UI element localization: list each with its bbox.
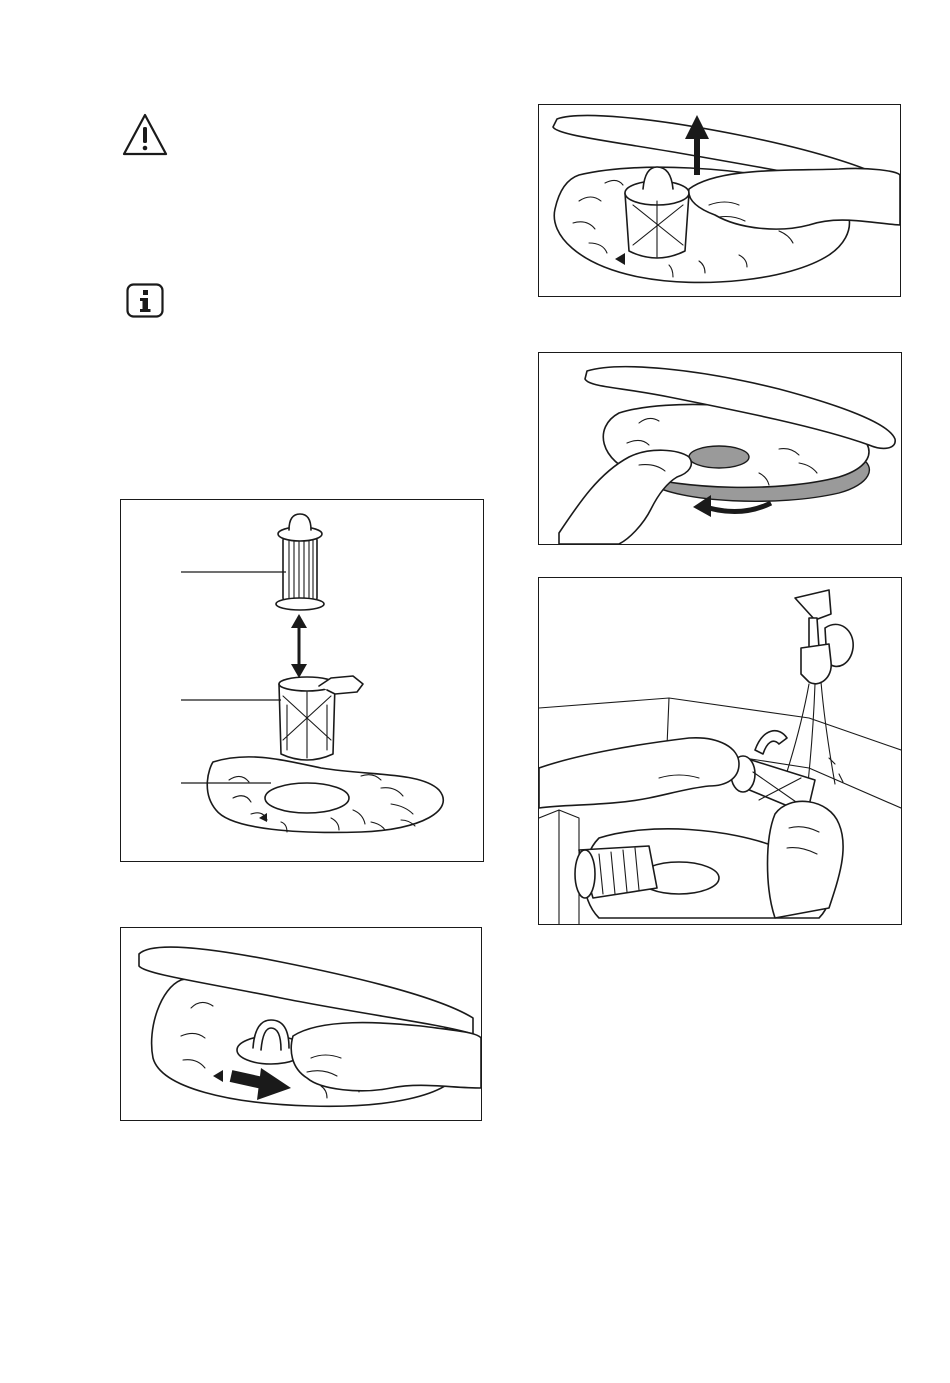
warning-triangle-icon bbox=[121, 112, 169, 158]
figure-turn-filter bbox=[120, 927, 482, 1121]
figure-filter-parts bbox=[120, 499, 484, 862]
figure-rinse-filters bbox=[538, 577, 902, 925]
info-icon bbox=[126, 283, 164, 318]
figure-lift-filter bbox=[538, 104, 901, 297]
figure-remove-flat-filter bbox=[538, 352, 902, 545]
